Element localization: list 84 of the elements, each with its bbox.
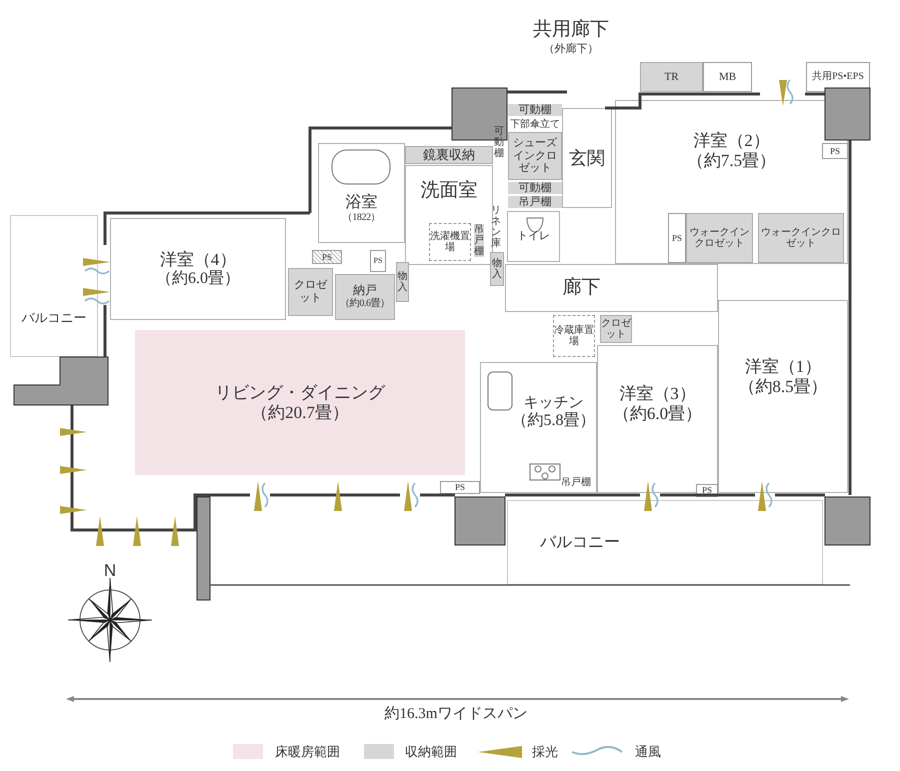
storage-label: TR xyxy=(664,70,679,84)
shelf-label: 吊戸棚 xyxy=(560,477,592,488)
area-size-label: （約20.7畳） xyxy=(251,402,349,422)
room-label: 洋室（2） xyxy=(693,131,770,151)
area-size-label: （約6.0畳） xyxy=(156,270,240,288)
legend-label: 通風 xyxy=(635,743,661,761)
room-label: 廊下 xyxy=(562,277,600,299)
storage-label: PS xyxy=(374,256,382,266)
storage-area xyxy=(686,213,753,263)
room-area xyxy=(597,345,718,493)
room-area xyxy=(507,211,560,262)
storage-area xyxy=(405,146,493,164)
shelf-label: 吊戸棚 xyxy=(508,196,562,208)
room-area xyxy=(615,100,848,264)
room-label: バルコニー xyxy=(540,534,620,552)
storage-area xyxy=(396,262,409,302)
linen-storage-label: リネン庫 xyxy=(491,205,501,249)
area-size-label: （1822） xyxy=(342,212,380,224)
room-label: 洋室（1） xyxy=(744,356,822,376)
area-size-label: （約6.0畳） xyxy=(612,404,702,424)
storage-label: 物入 xyxy=(398,270,408,294)
room-area xyxy=(505,264,718,312)
room-label: 玄関 xyxy=(569,148,605,168)
storage-label: PS xyxy=(830,146,840,156)
storage-label: クロゼット xyxy=(293,279,328,305)
room-area xyxy=(480,362,597,493)
pipe-shaft-box xyxy=(312,250,342,264)
corridor-note: （外廊下） xyxy=(542,43,600,56)
storage-label: PS xyxy=(454,482,465,493)
storage-area xyxy=(490,252,504,286)
legend-label: 収納範囲 xyxy=(405,743,457,761)
room-label: 洗面室 xyxy=(420,180,478,202)
storage-area xyxy=(640,62,703,92)
pipe-shaft-box xyxy=(440,481,480,494)
storage-label: PS xyxy=(672,232,682,244)
room-label: キッチン xyxy=(524,394,584,412)
room-area xyxy=(562,108,612,208)
area-size-label: （約5.8畳） xyxy=(512,412,596,430)
room-label: 洋室（4） xyxy=(160,250,236,270)
appliance-space xyxy=(429,223,471,261)
storage-label: （約0.6畳） xyxy=(340,298,390,310)
storage-area xyxy=(758,213,844,263)
storage-label: 冷蔵庫置場 xyxy=(554,324,594,348)
legend-label: 床暖房範囲 xyxy=(275,743,340,761)
area-size-label: （約7.5畳） xyxy=(686,150,776,170)
storage-label: 物入 xyxy=(492,258,502,280)
pipe-shaft-box xyxy=(668,213,686,263)
storage-label: MB xyxy=(718,70,736,84)
room-label: リビング・ダイニング xyxy=(215,382,385,402)
room-label: 浴室 xyxy=(346,194,378,212)
storage-label: 鏡裏収納 xyxy=(423,148,475,162)
shelf-label: 可動棚 xyxy=(508,182,562,194)
shelf-label: 吊戸棚 xyxy=(474,224,484,257)
storage-label: PS xyxy=(702,485,712,496)
pipe-shaft-box xyxy=(806,62,870,92)
floor-heating-area xyxy=(135,330,465,475)
balcony-area xyxy=(10,215,98,357)
north-label: N xyxy=(102,562,118,581)
storage-label: ウォークインクロゼット xyxy=(760,226,842,250)
pipe-shaft-box xyxy=(822,143,848,159)
storage-area xyxy=(288,268,333,316)
room-label: 洋室（3） xyxy=(619,384,696,404)
storage-label: シューズインクロゼット xyxy=(512,137,558,175)
room-label: バルコニー xyxy=(22,311,86,326)
legend-label: 採光 xyxy=(532,743,558,761)
storage-label: 洗濯機置場 xyxy=(430,230,470,254)
dimension-label: 約16.3mワイドスパン xyxy=(384,706,528,722)
storage-label: クロゼット xyxy=(601,318,631,340)
shelf-note: 下部傘立て xyxy=(509,119,561,130)
storage-label: ウォークインクロゼット xyxy=(688,226,750,250)
area-size-label: （約8.5畳） xyxy=(738,376,828,396)
storage-label: PS xyxy=(322,252,332,262)
corridor-label: 共用廊下 xyxy=(532,20,610,41)
shelf-label: 可動棚 xyxy=(508,104,562,116)
room-area xyxy=(318,143,405,243)
room-label: トイレ xyxy=(517,230,550,243)
appliance-space xyxy=(553,315,595,357)
room-area xyxy=(110,218,286,320)
storage-label: 納戸 xyxy=(353,284,377,298)
storage-label: 共用PS•EPS xyxy=(812,71,864,83)
meter-box xyxy=(703,62,752,92)
storage-area xyxy=(335,274,395,320)
room-area xyxy=(718,300,848,493)
pipe-shaft-box xyxy=(370,250,386,272)
